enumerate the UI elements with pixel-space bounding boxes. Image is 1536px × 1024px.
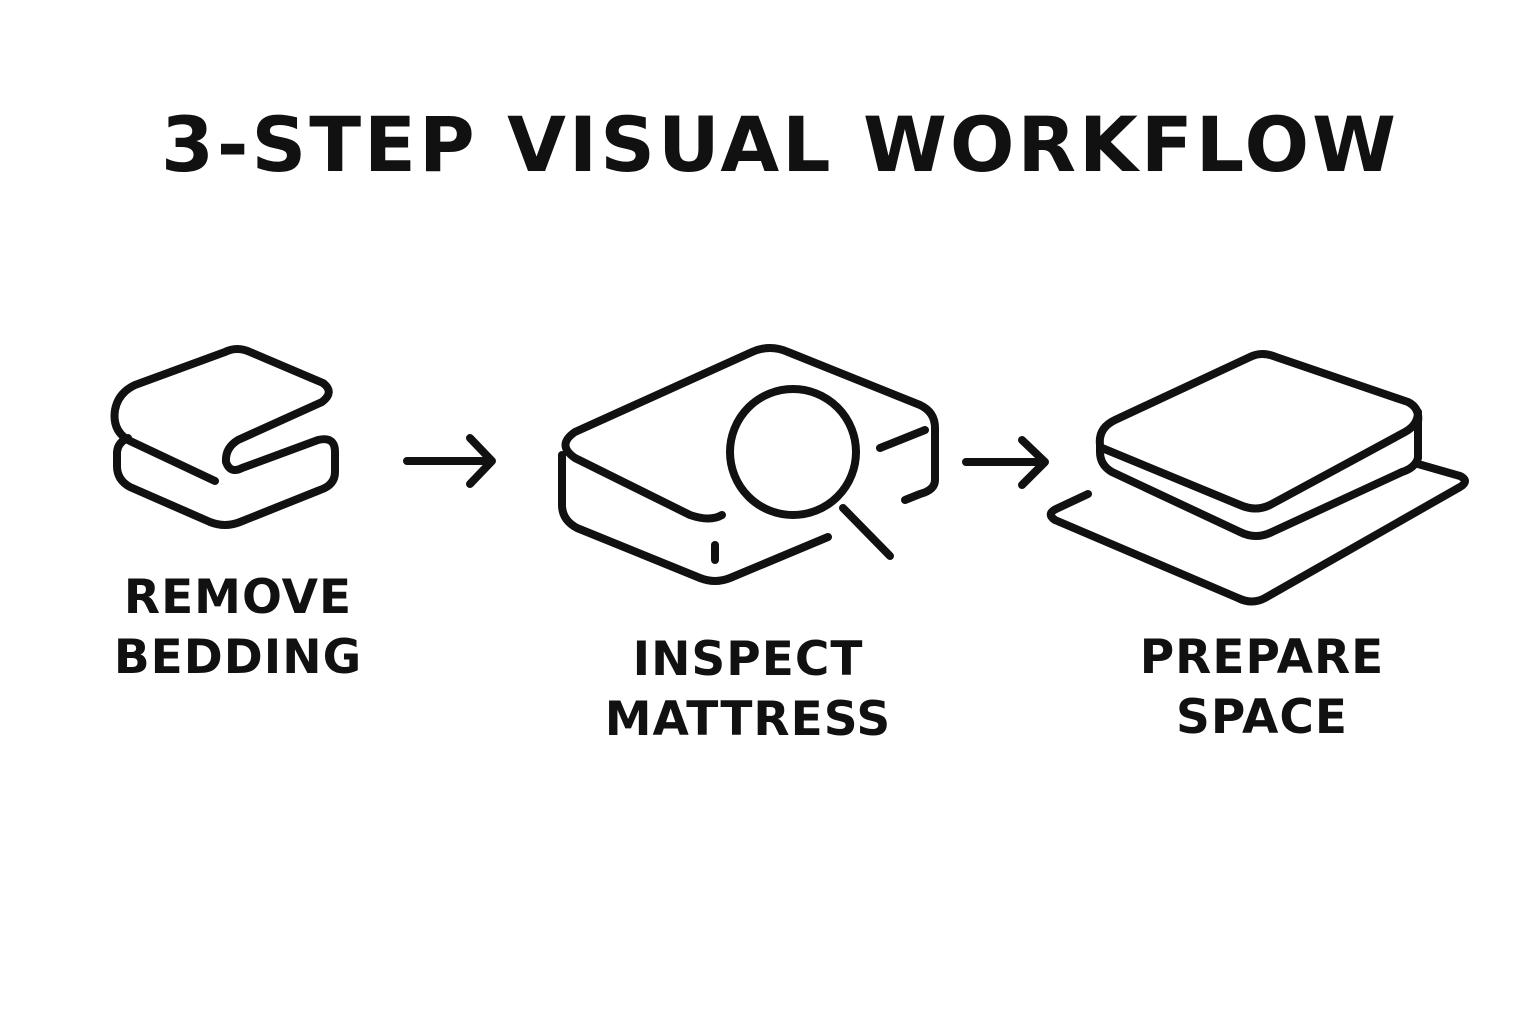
step-label-line: PREPARE [1139, 630, 1385, 685]
step-label-line: SPACE [1176, 690, 1348, 745]
step-label-remove-bedding: REMOVE BEDDING [88, 568, 388, 688]
step-label-prepare-space: PREPARE SPACE [1112, 628, 1412, 748]
step-label-line: REMOVE [123, 570, 353, 625]
arrow-right-icon [962, 436, 1049, 489]
mattress-on-base-icon [1046, 350, 1469, 606]
magnifier-icon [726, 385, 860, 519]
step-label-line: BEDDING [113, 630, 363, 685]
step-label-line: MATTRESS [604, 692, 892, 747]
arrow-right-icon [403, 434, 496, 488]
page-title: 3-STEP VISUAL WORKFLOW [161, 100, 1399, 189]
step-label-inspect-mattress: INSPECT MATTRESS [598, 630, 898, 750]
mattress-magnifier-icon [558, 344, 939, 585]
folded-bedding-icon [110, 345, 339, 529]
step-label-line: INSPECT [632, 632, 864, 687]
